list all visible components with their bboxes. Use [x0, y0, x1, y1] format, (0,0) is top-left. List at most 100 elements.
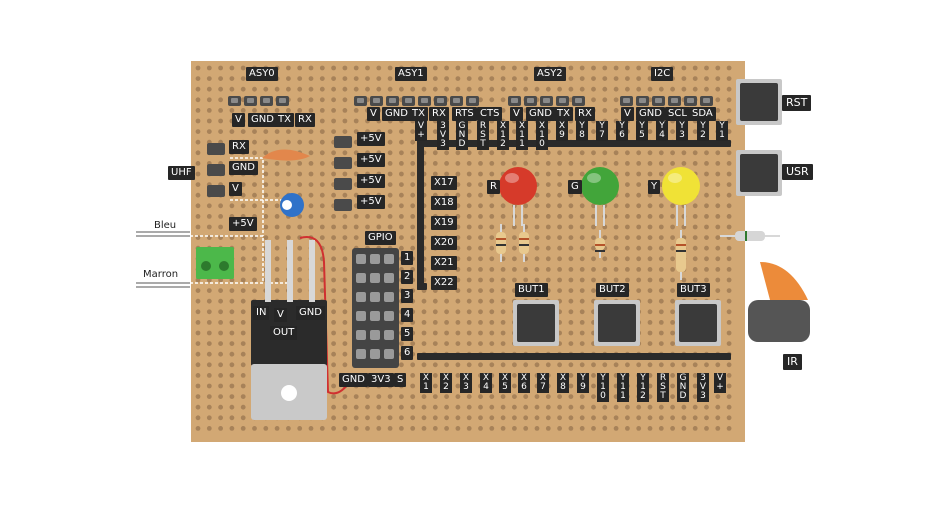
board-hole	[229, 415, 235, 421]
board-hole	[658, 309, 664, 315]
board-hole	[636, 171, 642, 177]
board-hole	[636, 182, 642, 188]
board-hole	[579, 161, 585, 166]
board-hole	[331, 267, 336, 272]
board-hole	[218, 373, 224, 378]
board-hole	[568, 203, 574, 209]
board-hole	[545, 362, 551, 368]
board-hole	[410, 203, 416, 209]
vertical-label-char: 3	[440, 139, 446, 149]
board-hole	[579, 394, 585, 399]
vertical-label-char: V	[716, 373, 724, 383]
board-hole	[252, 256, 257, 262]
board-hole	[365, 86, 370, 92]
board-hole	[704, 150, 709, 156]
board-hole	[625, 182, 630, 188]
board-hole	[500, 76, 506, 81]
board-hole	[206, 341, 212, 346]
board-hole	[432, 383, 438, 389]
board-hole	[478, 192, 483, 198]
board-hole	[218, 214, 224, 219]
board-hole	[489, 256, 495, 262]
vertical-label-char: D	[679, 391, 687, 401]
board-hole	[613, 362, 619, 368]
board-hole	[579, 245, 585, 251]
board-hole	[625, 171, 630, 177]
board-hole	[399, 214, 404, 219]
board-hole	[240, 330, 246, 336]
board-hole	[579, 267, 585, 272]
gpio-number-label: 4	[401, 308, 414, 322]
board-hole	[715, 108, 721, 113]
board-hole	[229, 330, 235, 336]
asy1-header-pin-tip	[469, 98, 476, 103]
board-hole	[432, 171, 438, 177]
board-hole	[647, 203, 653, 209]
board-hole	[206, 118, 212, 124]
board-hole	[500, 288, 506, 293]
board-hole	[466, 362, 472, 368]
board-hole	[726, 320, 732, 325]
board-hole	[625, 161, 630, 166]
board-hole	[625, 426, 630, 431]
board-hole	[297, 277, 303, 283]
i2c-pin-label: SCL	[665, 107, 690, 121]
but3-label: BUT3	[677, 283, 710, 297]
usr-label: USR	[782, 164, 813, 180]
regulator-out-label: OUT	[270, 326, 298, 340]
board-hole	[263, 139, 269, 145]
board-hole	[523, 76, 529, 81]
board-hole	[252, 288, 257, 293]
board-hole	[647, 298, 653, 304]
board-hole	[240, 341, 246, 346]
board-hole	[591, 415, 596, 421]
board-hole	[432, 330, 438, 336]
board-hole	[432, 394, 438, 399]
board-hole	[319, 182, 325, 188]
board-hole	[218, 320, 224, 325]
board-hole	[229, 76, 235, 81]
board-hole	[466, 267, 472, 272]
board-hole	[455, 203, 461, 209]
terminal-screw	[219, 261, 229, 271]
board-hole	[342, 320, 348, 325]
board-hole	[206, 108, 212, 113]
board-hole	[286, 65, 291, 71]
board-hole	[399, 129, 404, 135]
board-hole	[286, 139, 291, 145]
board-hole	[512, 373, 517, 378]
but3-button-cap	[679, 304, 717, 342]
board-hole	[715, 277, 721, 283]
board-hole	[206, 309, 212, 315]
board-hole	[568, 320, 574, 325]
board-hole	[568, 171, 574, 177]
vertical-label-char: Y	[580, 373, 586, 383]
board-hole	[274, 192, 280, 198]
board-hole	[647, 320, 653, 325]
board-hole	[500, 214, 506, 219]
board-hole	[218, 415, 224, 421]
board-hole	[455, 415, 461, 421]
board-hole	[195, 76, 201, 81]
board-hole	[670, 224, 675, 230]
ir-receiver-dome	[760, 262, 808, 300]
board-hole	[636, 203, 642, 209]
board-hole	[489, 426, 495, 431]
board-hole	[591, 245, 596, 251]
board-hole	[297, 161, 303, 166]
board-hole	[591, 97, 596, 103]
vertical-label-char: Y	[600, 373, 606, 383]
board-hole	[647, 245, 653, 251]
board-hole	[455, 320, 461, 325]
board-hole	[240, 277, 246, 283]
board-hole	[399, 161, 404, 166]
board-hole	[568, 150, 574, 156]
board-hole	[466, 171, 472, 177]
board-hole	[331, 362, 336, 368]
regulator-lead	[309, 240, 315, 302]
board-hole	[444, 171, 449, 177]
board-hole	[297, 267, 303, 272]
board-hole	[658, 171, 664, 177]
